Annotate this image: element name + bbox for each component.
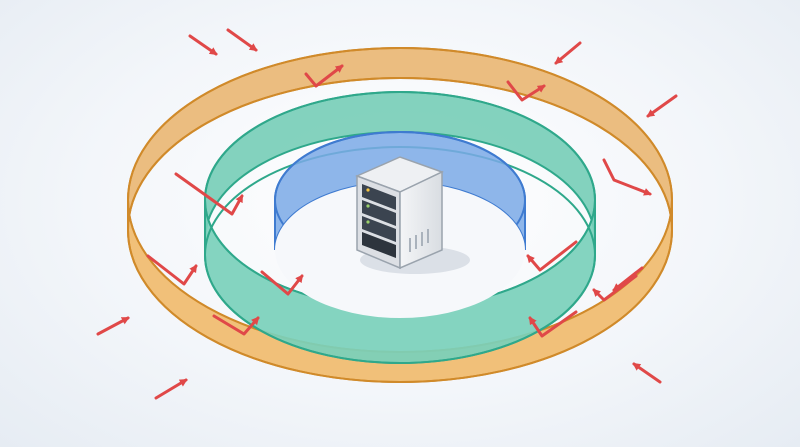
deflected-arrow: [592, 274, 638, 302]
server-rack-icon: [355, 156, 470, 274]
deflected-arrow: [526, 240, 578, 272]
deflected-arrow: [506, 80, 546, 102]
deflected-arrow: [146, 254, 198, 286]
deflected-arrow: [528, 310, 578, 338]
deflected-arrow: [174, 172, 244, 216]
deflected-threats-middle: [146, 240, 578, 338]
threat-arrow: [188, 34, 218, 56]
threat-arrow: [612, 266, 644, 292]
deflected-threats-outer: [174, 64, 652, 216]
deflected-arrow: [304, 64, 344, 88]
deflected-threats-inner: [260, 270, 638, 302]
threat-arrow: [554, 41, 582, 65]
deflected-arrow: [212, 314, 260, 336]
threat-arrow: [226, 28, 258, 52]
threat-arrow: [632, 362, 662, 384]
outer-perimeter-ring: [127, 47, 673, 383]
deflected-arrow: [260, 270, 304, 296]
threat-arrow: [96, 316, 130, 336]
deflected-arrow: [602, 158, 652, 196]
threat-arrow: [646, 94, 678, 118]
threat-arrow: [154, 378, 188, 400]
incoming-threat-arrows: [96, 28, 678, 400]
